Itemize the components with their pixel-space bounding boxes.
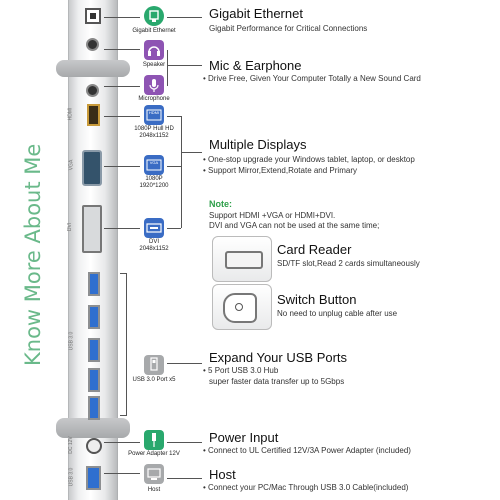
callout-line — [104, 116, 140, 117]
host-icon — [144, 464, 164, 484]
usb-icon-caption: USB 3.0 Port x5 — [132, 377, 176, 383]
displays-title: Multiple Displays — [209, 137, 307, 152]
dvi-caption-1: DVI — [148, 239, 159, 245]
hub-band-top — [56, 60, 130, 77]
hub-band-bottom — [56, 418, 130, 438]
callout-line — [167, 50, 168, 86]
speaker-icon-caption: Speaker — [142, 62, 166, 68]
displays-bullet: • One-stop upgrade your Windows tablet, … — [203, 155, 415, 164]
usb-port — [88, 338, 100, 362]
callout-line — [181, 152, 202, 153]
vga-caption-2: 1920*1200 — [139, 183, 169, 189]
callout-line — [104, 86, 140, 87]
callout-line — [167, 363, 202, 364]
hdmi-port — [87, 104, 100, 126]
callout-line — [104, 49, 140, 50]
hdmi-port-label: HDMI — [67, 107, 74, 121]
mic-desc: • Drive Free, Given Your Computer Totall… — [203, 74, 421, 83]
dvi-port — [82, 205, 102, 253]
vga-icon — [144, 155, 164, 175]
callout-line — [104, 228, 140, 229]
power-icon — [144, 430, 164, 450]
vga-port-label: VGA — [68, 159, 75, 171]
host-icon-caption: Host — [147, 487, 161, 493]
callout-line — [104, 473, 140, 474]
note-title: Note: — [209, 199, 232, 209]
note-line: DVI and VGA can not be used at the same … — [209, 221, 380, 230]
card-reader-icon — [212, 236, 272, 282]
callout-line — [167, 116, 181, 117]
mic-title: Mic & Earphone — [209, 58, 302, 73]
callout-line — [167, 65, 202, 66]
switch-title: Switch Button — [277, 292, 357, 307]
note-line: Support HDMI +VGA or HDMI+DVI. — [209, 211, 336, 220]
usb-bullet-2: super faster data transfer up to 5Gbps — [209, 377, 345, 386]
host-desc: • Connect your PC/Mac Through USB 3.0 Ca… — [203, 483, 409, 492]
callout-line — [167, 166, 181, 167]
dvi-icon — [144, 218, 164, 238]
dvi-caption-2: 2048x1152 — [139, 246, 169, 252]
speaker-icon — [144, 40, 164, 60]
callout-line — [167, 478, 202, 479]
microphone-icon-caption: Microphone — [138, 96, 170, 102]
hdmi-icon — [144, 105, 164, 125]
usb-bracket — [120, 415, 126, 416]
switch-button-icon — [212, 284, 272, 330]
host-usb-port — [86, 466, 101, 490]
host-port-label: USB 3.0 — [68, 467, 75, 487]
vga-icon-text: VGA — [149, 160, 159, 165]
usb-icon — [144, 355, 164, 375]
dvi-port-label: DVI — [67, 222, 74, 232]
usb-port — [88, 368, 100, 392]
callout-line — [181, 116, 182, 228]
card-reader-desc: SD/TF slot,Read 2 cards simultaneously — [277, 259, 420, 268]
dc-port-label: DC 12V — [67, 436, 74, 454]
usb-port — [88, 305, 100, 329]
usb-port — [88, 272, 100, 296]
displays-bullet: • Support Mirror,Extend,Rotate and Prima… — [203, 166, 357, 175]
microphone-jack — [86, 84, 99, 97]
usb-port-label: USB 3.0 — [68, 331, 75, 351]
card-reader-title: Card Reader — [277, 242, 352, 257]
side-title: Know More About Me — [21, 143, 45, 366]
callout-line — [104, 17, 140, 18]
vga-caption-1: 1080P — [145, 176, 163, 182]
callout-line — [104, 166, 140, 167]
hdmi-icon-text: HDMI — [148, 110, 160, 115]
usb-bullet: • 5 Port USB 3.0 Hub — [203, 366, 279, 375]
callout-line — [167, 17, 202, 18]
switch-desc: No need to unplug cable after use — [277, 309, 398, 318]
host-title: Host — [209, 467, 236, 482]
ethernet-desc: Gigabit Performance for Critical Connect… — [209, 24, 368, 33]
vga-port — [82, 150, 102, 186]
usb-port — [88, 396, 100, 420]
ethernet-icon — [144, 6, 164, 26]
hdmi-caption-2: 2048x1152 — [139, 133, 169, 139]
usb-bracket — [120, 273, 126, 274]
power-icon-caption: Power Adapter 12V — [128, 451, 180, 457]
hdmi-caption-1: 1080P Hull HD — [134, 126, 174, 132]
ethernet-port — [85, 8, 101, 24]
callout-line — [167, 442, 202, 443]
power-title: Power Input — [209, 430, 279, 445]
power-desc: • Connect to UL Certified 12V/3A Power A… — [203, 446, 411, 455]
ethernet-icon-caption: Gigabit Ethernet — [132, 28, 176, 34]
usb-title: Expand Your USB Ports — [209, 350, 348, 365]
ethernet-title: Gigabit Ethernet — [209, 6, 303, 21]
callout-line — [167, 228, 181, 229]
usb-bracket — [126, 273, 127, 416]
dc-power-port — [86, 438, 102, 454]
speaker-jack — [86, 38, 99, 51]
microphone-icon — [144, 75, 164, 95]
callout-line — [104, 442, 140, 443]
